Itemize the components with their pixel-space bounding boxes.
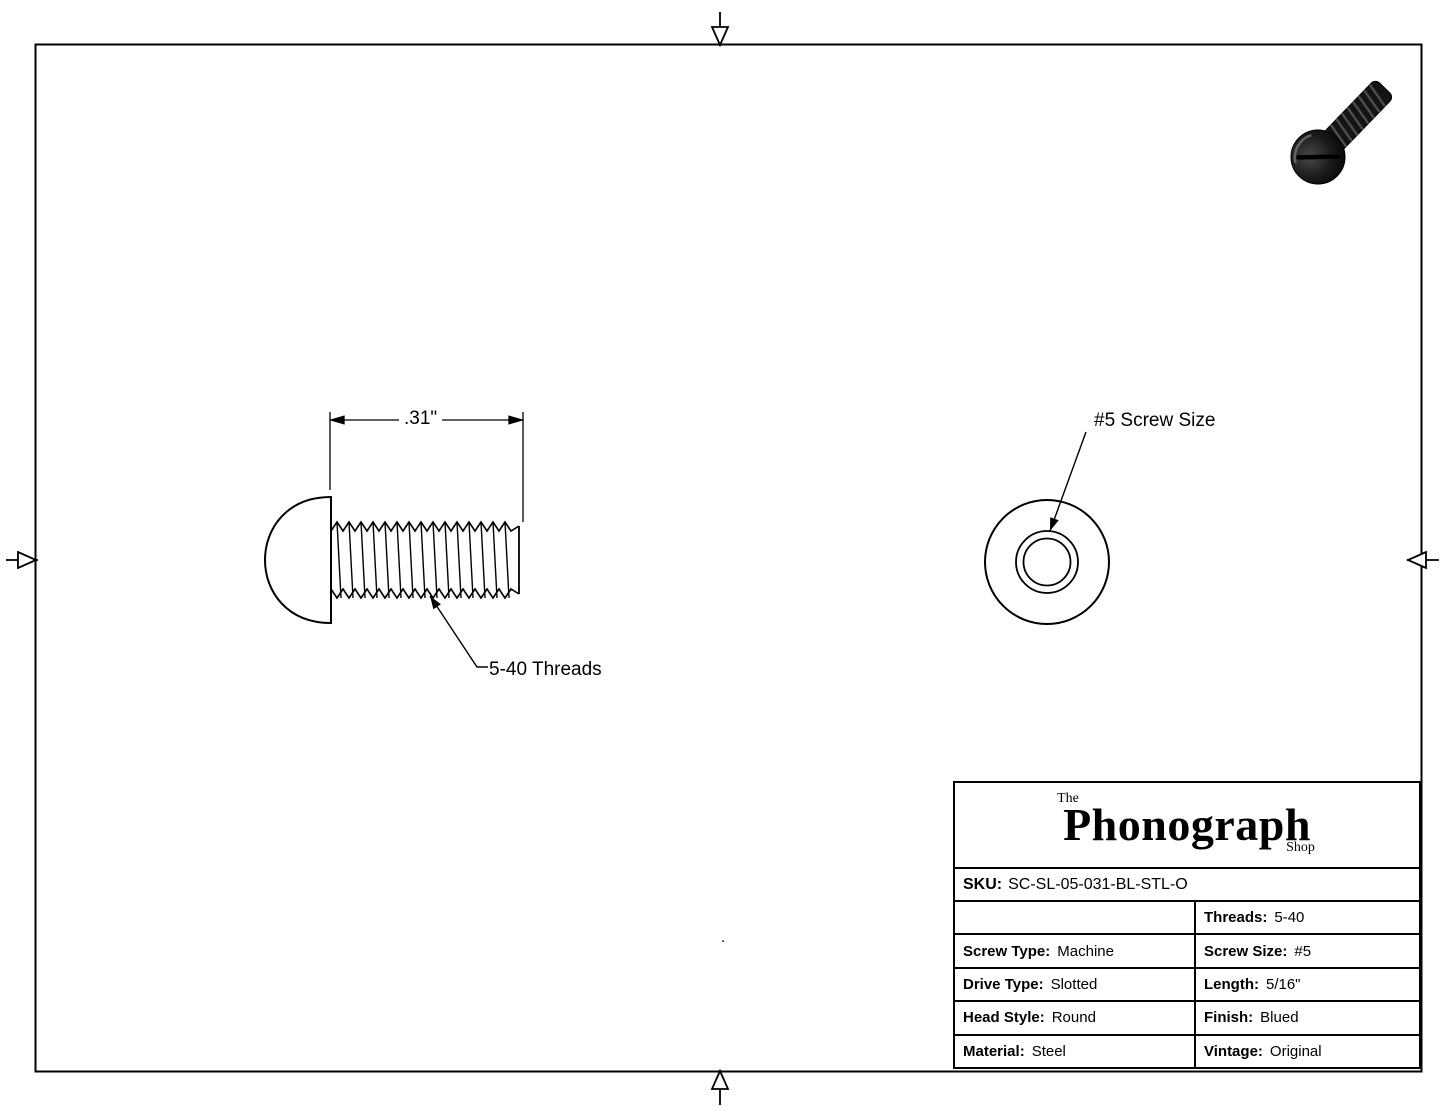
spec-label: Finish: <box>1204 1009 1254 1027</box>
thread-bottom-edge <box>330 587 520 600</box>
screw-side-view <box>264 495 520 625</box>
thread-minor-circle <box>1022 537 1072 587</box>
spec-label: Screw Size: <box>1204 942 1288 960</box>
screw-3d-slot <box>1295 154 1341 160</box>
stray-mark: . <box>721 929 726 946</box>
spec-row: Screw Type: Machine Screw Size: #5 <box>955 935 1419 969</box>
dimension-arrow-right <box>508 415 525 425</box>
spec-row: Material: Steel Vintage: Original <box>955 1035 1419 1068</box>
screw-size-label: #5 Screw Size <box>1094 410 1216 431</box>
sku-label: SKU: <box>963 875 1003 893</box>
leader-screw-size-arrow <box>1050 517 1059 531</box>
leader-screw-size <box>1049 431 1087 532</box>
sku-row: SKU: SC-SL-05-031-BL-STL-O <box>955 869 1419 902</box>
screw-photo-3d <box>1290 80 1393 185</box>
spec-row: Head Style: Round Finish: Blued <box>955 1002 1419 1036</box>
spec-value: Original <box>1269 1042 1322 1060</box>
spec-cell-threads: Threads: 5-40 <box>1194 902 1419 934</box>
spec-value: 5-40 <box>1274 909 1305 927</box>
screw-front-view <box>984 499 1110 625</box>
logo-cell: The Phonograph Shop <box>955 783 1419 869</box>
sku-value: SC-SL-05-031-BL-STL-O <box>1008 875 1188 893</box>
spec-value: Blued <box>1260 1009 1299 1027</box>
spec-cell-finish: Finish: Blued <box>1194 1002 1419 1034</box>
spec-label: Material: <box>963 1042 1025 1060</box>
center-mark-top <box>710 12 730 48</box>
phonograph-shop-logo: The Phonograph Shop <box>1057 791 1317 855</box>
head-outer-circle <box>984 499 1110 625</box>
spec-value: Slotted <box>1050 976 1098 994</box>
logo-the: The <box>1057 791 1079 806</box>
dimension-arrow-left <box>328 415 345 425</box>
spec-table: Threads: 5-40 Screw Type: Machine Screw … <box>955 902 1419 1068</box>
spec-value: 5/16" <box>1265 976 1301 994</box>
spec-value: #5 <box>1294 942 1312 960</box>
spec-row: Drive Type: Slotted Length: 5/16" <box>955 968 1419 1003</box>
title-block: The Phonograph Shop SKU: SC-SL-05-031-BL… <box>953 781 1421 1069</box>
center-mark-right <box>1405 550 1439 570</box>
threads-label: 5-40 Threads <box>489 659 602 680</box>
spec-cell-screw-size: Screw Size: #5 <box>1194 935 1419 967</box>
spec-cell-empty <box>955 902 1194 933</box>
spec-row: Threads: 5-40 <box>955 902 1419 936</box>
logo-name: Phonograph <box>1063 799 1311 850</box>
center-mark-bottom <box>710 1068 730 1105</box>
thread-top-edge <box>330 520 520 533</box>
dimension-label: .31" <box>399 408 443 430</box>
thread-flanks <box>336 521 510 599</box>
spec-cell-screw-type: Screw Type: Machine <box>955 935 1194 966</box>
spec-label: Drive Type: <box>963 976 1044 994</box>
spec-label: Head Style: <box>963 1009 1045 1027</box>
spec-value: Round <box>1051 1009 1096 1027</box>
logo-shop: Shop <box>1286 840 1315 855</box>
screw-head-outline <box>264 495 332 625</box>
leader-threads-arrow <box>430 596 441 610</box>
screw-3d-highlight <box>1293 133 1312 164</box>
thread-major-circle <box>1015 530 1079 594</box>
spec-cell-vintage: Vintage: Original <box>1194 1035 1419 1068</box>
spec-cell-head-style: Head Style: Round <box>955 1002 1194 1033</box>
spec-label: Screw Type: <box>963 942 1051 960</box>
leader-threads <box>429 595 488 668</box>
spec-label: Vintage: <box>1204 1042 1263 1060</box>
spec-cell-drive-type: Drive Type: Slotted <box>955 969 1194 1000</box>
spec-value: Machine <box>1057 942 1114 960</box>
spec-label: Length: <box>1204 976 1259 994</box>
spec-cell-length: Length: 5/16" <box>1194 968 1419 1001</box>
center-mark-left <box>6 550 39 570</box>
spec-label: Threads: <box>1204 909 1268 927</box>
spec-value: Steel <box>1031 1042 1066 1060</box>
spec-cell-material: Material: Steel <box>955 1036 1194 1067</box>
